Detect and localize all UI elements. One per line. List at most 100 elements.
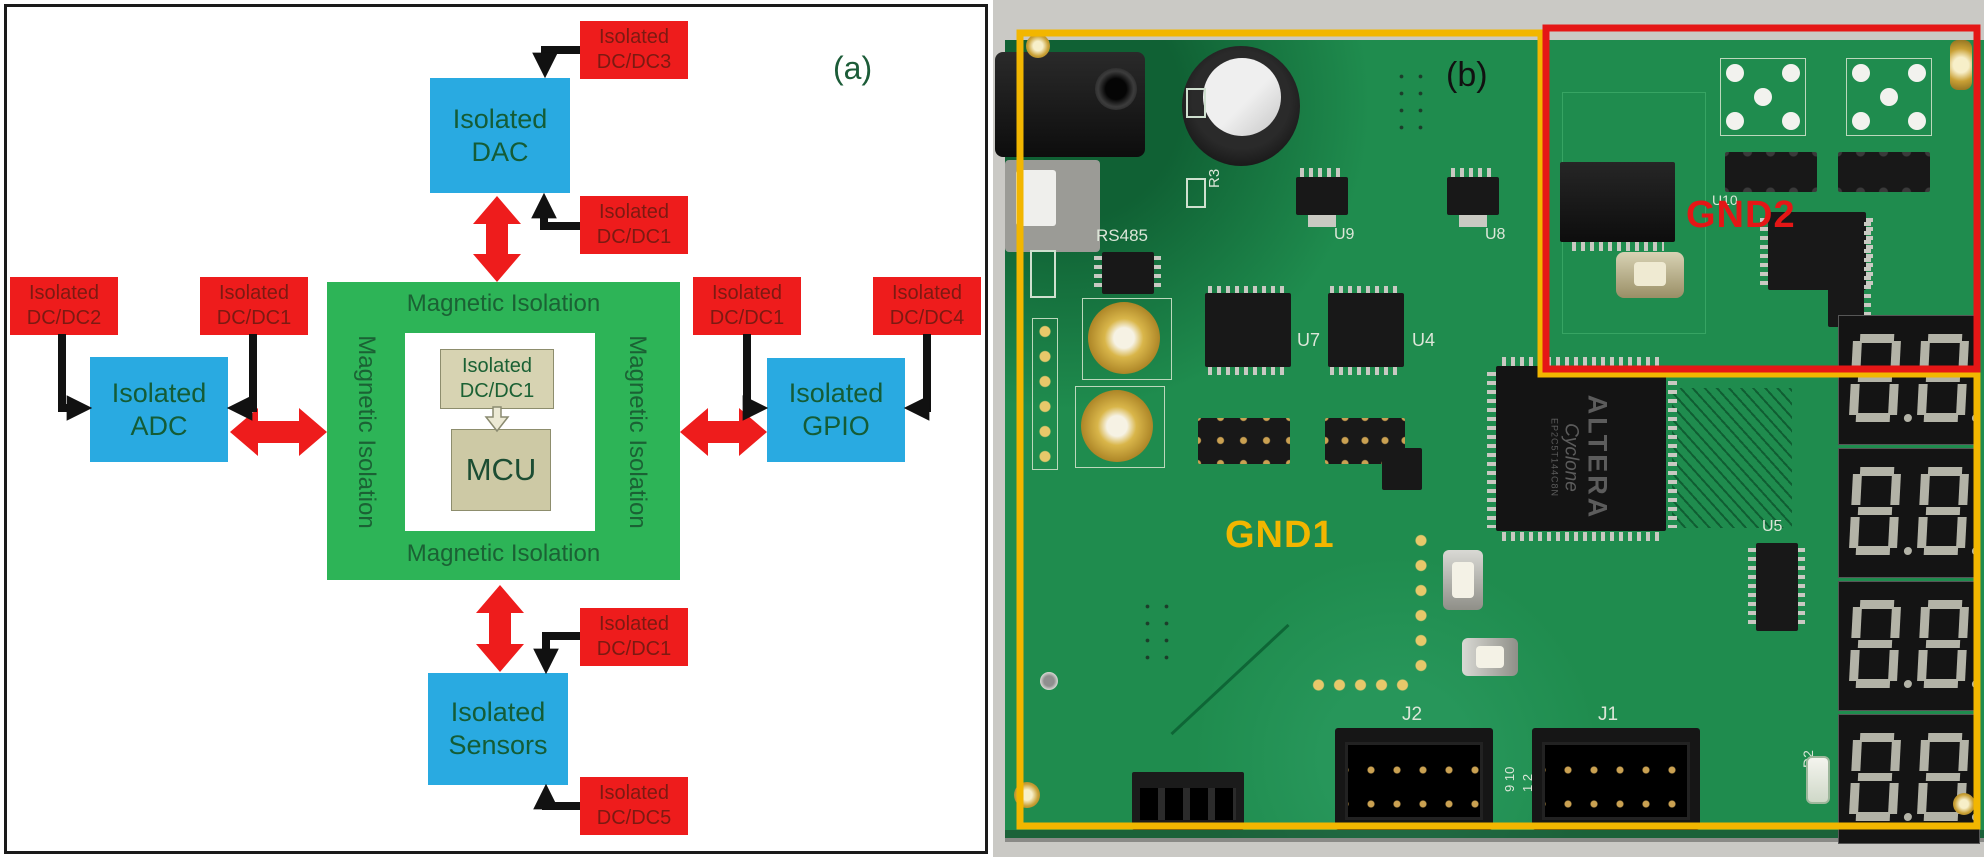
arrow-dcdc5-sensors (533, 783, 580, 810)
shift-register-u5 (1756, 543, 1798, 631)
silkscreen-j1: J1 (1598, 704, 1619, 725)
decimal-point (1903, 813, 1913, 821)
segment-e (1849, 384, 1860, 415)
led-d2 (1806, 756, 1830, 804)
isolation-label-top: Magnetic Isolation (406, 290, 601, 317)
pad-column-left (1032, 318, 1058, 470)
segment-d (1923, 812, 1959, 821)
arrow-adc-frame (230, 408, 327, 456)
u9-pins (1300, 168, 1344, 177)
decimal-point (1971, 547, 1981, 555)
silkscreen-u9: U9 (1334, 226, 1355, 243)
supply-box-dcdc1-gpio: Isolated DC/DC1 (693, 277, 801, 335)
r3-pad-2 (1186, 178, 1206, 208)
segment-d (1855, 413, 1891, 422)
segment-e (1849, 517, 1860, 548)
supply-box-dcdc1-dac: Isolated DC/DC1 (580, 196, 688, 254)
segment-a (1927, 467, 1963, 476)
standoff-bottom-right (1953, 793, 1975, 815)
segment-g (1857, 773, 1893, 781)
seven-seg-module (1838, 315, 1981, 445)
segment-a (1927, 334, 1963, 343)
supply-box-dcdc4: Isolated DC/DC4 (873, 277, 981, 335)
fpga-part-text: EP2C5T144C8N (1549, 417, 1560, 498)
pad5-cluster-1 (1720, 58, 1806, 136)
arrow-dcdc2-adc (58, 334, 93, 421)
arrow-frame-sensors (476, 585, 524, 672)
segment-b (1958, 740, 1969, 771)
segment-c (1888, 650, 1899, 681)
board-shadow (1005, 830, 1984, 842)
segment-g (1925, 640, 1961, 648)
segment-d (1855, 546, 1891, 555)
decimal-point (1903, 547, 1913, 555)
arrow-dcdc1-dac (531, 192, 580, 230)
r3-pad (1186, 88, 1206, 118)
fpga-pins-right (1668, 372, 1677, 528)
segment-f (1919, 474, 1930, 505)
transformer-pins (1572, 242, 1664, 251)
segment-c (1888, 384, 1899, 415)
segment-c (1888, 517, 1899, 548)
regulator-u9 (1296, 177, 1348, 215)
silkscreen-u5: U5 (1762, 518, 1783, 535)
segment-b (1958, 341, 1969, 372)
segment-d (1923, 413, 1959, 422)
segment-a (1859, 467, 1895, 476)
segment-b (1890, 740, 1901, 771)
segment-g (1925, 773, 1961, 781)
segment-f (1851, 474, 1862, 505)
segment-e (1917, 783, 1928, 814)
seven-seg-digit (1917, 334, 1981, 422)
arrow-dcdc3-dac (532, 46, 580, 79)
segment-a (1859, 600, 1895, 609)
segment-b (1958, 607, 1969, 638)
silkscreen-u4: U4 (1412, 330, 1436, 350)
segment-f (1919, 740, 1930, 771)
block-isolated-gpio: Isolated GPIO (767, 358, 905, 462)
segment-b (1890, 607, 1901, 638)
segment-g (1925, 507, 1961, 515)
segment-e (1849, 783, 1860, 814)
mounting-hole (1040, 672, 1058, 690)
u4-pins-bottom (1330, 366, 1402, 375)
isolation-label-bottom: Magnetic Isolation (406, 540, 601, 567)
sma-connector-1 (1088, 302, 1160, 374)
seven-seg-digit (1849, 467, 1913, 555)
button-s4-cap (1476, 646, 1504, 668)
segment-a (1859, 733, 1895, 742)
segment-e (1917, 650, 1928, 681)
arrow-frame-gpio (680, 408, 767, 456)
arrow-dcdc1-adc (226, 334, 257, 421)
testpoint-grid-top (1392, 68, 1432, 130)
fpga-family-text: Cyclone (1560, 423, 1582, 492)
seven-seg-digit (1849, 733, 1913, 821)
silkscreen-j-pin-top: 9 10 (1502, 766, 1517, 792)
capacitor-top (1203, 58, 1281, 136)
button-s2-cap (1634, 262, 1666, 286)
testpoint-grid-bottom (1138, 598, 1178, 670)
fpga-chip: ALTERA Cyclone EP2C5T144C8N (1496, 366, 1666, 531)
segment-g (1857, 507, 1893, 515)
isolator-chip-u4 (1328, 293, 1404, 367)
segment-f (1851, 740, 1862, 771)
u9-tab (1308, 215, 1336, 227)
standoff-top-left (1026, 34, 1050, 58)
silkscreen-u8: U8 (1485, 226, 1506, 243)
connector-4slot (1132, 772, 1244, 830)
idc-j1-pins (1542, 742, 1690, 820)
seven-seg-column (1838, 0, 1981, 857)
segment-d (1923, 679, 1959, 688)
rs485-transceiver-chip (1102, 252, 1154, 294)
standoff-bottom-left (1014, 782, 1040, 808)
segment-c (1956, 384, 1967, 415)
seven-seg-module (1838, 714, 1981, 844)
arrow-dac-frame (473, 196, 521, 282)
mcu-supply-box: Isolated DC/DC1 (440, 349, 554, 409)
red-double-arrows (230, 196, 767, 672)
decimal-point (1971, 813, 1981, 821)
u8-tab (1459, 215, 1487, 227)
connector-4slot-wells (1140, 788, 1236, 820)
